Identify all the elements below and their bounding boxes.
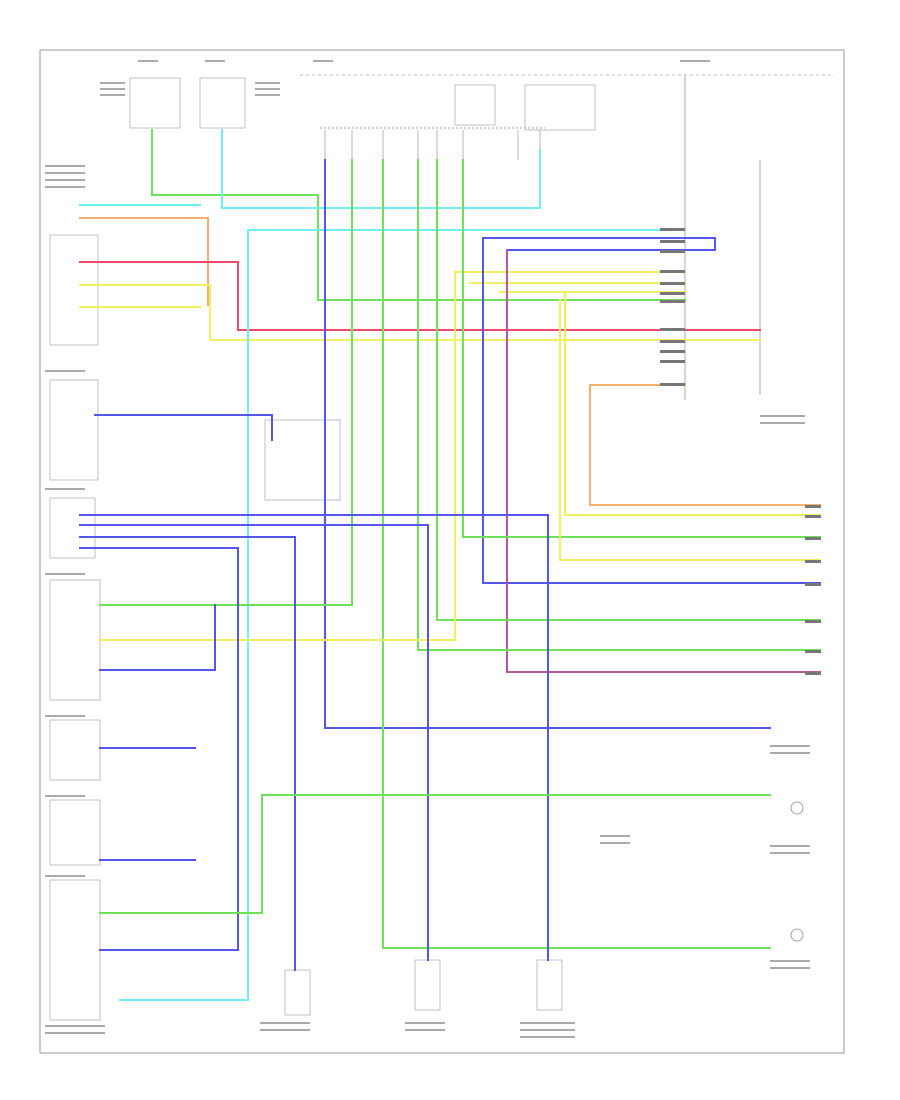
- fuse-box-2: [199, 77, 246, 129]
- connector-stubs: [660, 228, 821, 675]
- ground-symbols: [790, 801, 804, 942]
- wire-blue-1: [482, 237, 716, 249]
- wire-yellow-7: [564, 291, 821, 516]
- wire-blue-8: [79, 536, 296, 971]
- wire-green-3: [382, 159, 771, 949]
- wire-blue-4: [324, 159, 771, 729]
- label-marks: [45, 60, 810, 1038]
- wire-green-2: [99, 159, 353, 606]
- wire-yellow-1: [79, 284, 761, 341]
- wire-green-7: [99, 794, 771, 914]
- wire-green-4: [417, 159, 821, 651]
- wire-orange-right-2: [589, 384, 821, 506]
- wire-cyan-down: [119, 229, 249, 1001]
- wire-green-5: [436, 159, 821, 621]
- wire-blue-2: [482, 237, 821, 584]
- wire-violet: [506, 249, 821, 673]
- wire-yellow-8: [559, 299, 821, 561]
- fuse-box-1: [129, 77, 181, 129]
- switch-box: [524, 84, 596, 131]
- wire-green-1: [151, 129, 686, 301]
- diagram-frame: [39, 49, 845, 1054]
- wire-blue-5: [94, 414, 273, 441]
- wire-yellow-6: [99, 271, 456, 641]
- left-components: [49, 234, 563, 1021]
- top-connectors: [324, 130, 541, 160]
- wire-blue-10: [99, 604, 216, 671]
- relay-box: [454, 84, 496, 126]
- wire-cyan-top: [221, 129, 541, 209]
- wire-blue-9: [79, 547, 239, 951]
- wire-orange-left: [79, 217, 209, 306]
- wire-blue-6: [79, 514, 549, 961]
- wire-blue-7: [79, 524, 429, 961]
- wire-red: [79, 261, 761, 331]
- wires: [79, 129, 821, 1001]
- wire-green-6: [462, 159, 821, 538]
